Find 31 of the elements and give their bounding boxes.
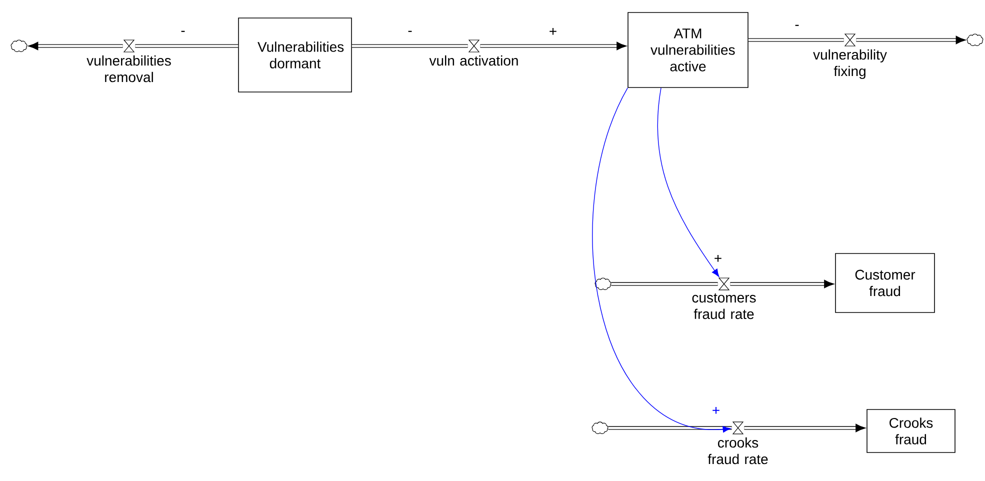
flow-pipe (608, 426, 732, 430)
stock-box: Customer fraud (835, 253, 935, 313)
flow-pipe (28, 42, 123, 50)
flow-pipe (352, 44, 468, 48)
cloud-symbol (10, 40, 28, 52)
flow-pipe (135, 44, 238, 48)
cloud-symbol (592, 422, 608, 434)
flow-label: crooks fraud rate (708, 437, 768, 464)
stock-box: Crooks fraud (866, 409, 956, 453)
stock-box: ATM vulnerabilities active (628, 12, 748, 88)
polarity-sign: - (406, 30, 414, 36)
flow-pipe (480, 42, 627, 50)
flow-label: customers fraud rate (692, 293, 756, 320)
flow-pipe (748, 38, 844, 42)
polarity-sign: + (710, 406, 722, 416)
polarity-sign: - (794, 24, 800, 30)
flow-label: vulnerabilities removal (86, 55, 171, 82)
polarity-sign: + (548, 26, 558, 38)
cloud-symbol (594, 278, 612, 290)
cloud-symbol (966, 34, 984, 46)
flow-pipe (856, 36, 966, 44)
stock-box: Vulnerabilities dormant (238, 18, 352, 92)
flow-pipe (611, 282, 718, 286)
flow-pipe (730, 280, 834, 288)
flow-pipe (744, 424, 866, 432)
flow-label: vuln activation (429, 55, 518, 66)
link-arrow (657, 88, 720, 277)
link-arrow (592, 88, 731, 432)
flow-label: vulnerability fixing (813, 49, 887, 79)
polarity-sign: + (712, 254, 724, 264)
polarity-sign: - (180, 30, 186, 36)
